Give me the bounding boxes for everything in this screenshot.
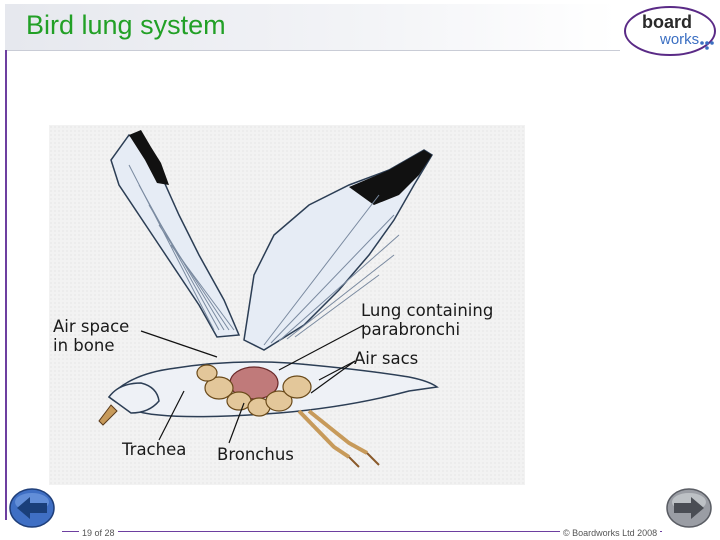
label-lung-line2: parabronchi: [361, 320, 461, 339]
back-arrow-icon: [9, 488, 55, 528]
label-air-space-line2: in bone: [53, 336, 115, 355]
label-air-space-line1: Air space: [53, 317, 130, 336]
logo-word-board: board: [642, 12, 692, 32]
title-rule: [5, 50, 620, 51]
bird-illustration: [98, 130, 439, 468]
boardworks-logo: board works: [624, 6, 716, 56]
left-accent-line: [5, 50, 7, 520]
bottom-accent-line: [62, 531, 662, 532]
bird-lung-diagram: Air space in bone Lung containing parabr…: [49, 125, 525, 485]
copyright-notice: © Boardworks Ltd 2008: [560, 528, 661, 538]
back-button[interactable]: [8, 487, 56, 529]
label-bronchus: Bronchus: [217, 445, 294, 464]
label-air-sacs: Air sacs: [354, 349, 419, 368]
page-title: Bird lung system: [26, 10, 226, 40]
label-air-space-in-bone: Air space in bone: [53, 317, 129, 355]
logo-word-works: works: [659, 31, 699, 48]
label-lung-containing-parabronchi: Lung containing parabronchi: [361, 301, 493, 339]
label-lung-line1: Lung containing: [361, 301, 494, 320]
title-bar: [5, 4, 617, 50]
label-trachea: Trachea: [122, 440, 187, 459]
page-counter: 19 of 28: [79, 528, 118, 538]
next-button[interactable]: [665, 487, 713, 529]
forward-arrow-icon: [666, 488, 712, 528]
